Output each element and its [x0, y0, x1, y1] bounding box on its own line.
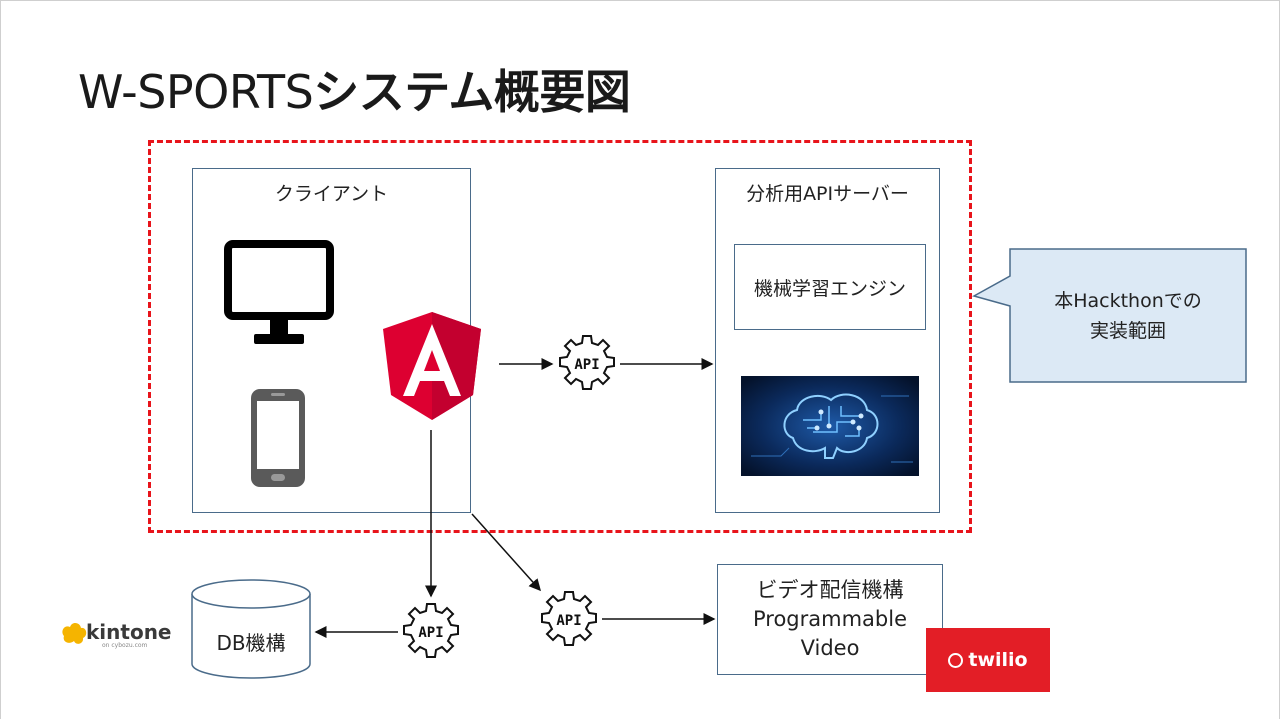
svg-text:API: API	[556, 613, 581, 629]
slide-title: W-SPORTSシステム概要図	[78, 56, 631, 122]
client-label: クライアント	[274, 183, 389, 205]
svg-text:API: API	[418, 625, 443, 641]
api-gear-icon: API	[541, 591, 597, 646]
ml-engine-label: 機械学習エンジン	[753, 277, 906, 300]
monitor-icon	[224, 240, 334, 344]
twilio-dot-icon	[948, 652, 964, 668]
callout-line2: 実装範囲	[1089, 320, 1166, 342]
smartphone-icon	[251, 389, 305, 487]
kintone-logo-text: kintone	[86, 620, 172, 644]
twilio-logo: twilio	[926, 628, 1050, 692]
hackathon-scope-outline	[148, 140, 972, 533]
video-delivery-box: ビデオ配信機構 Programmable Video	[717, 564, 943, 675]
scope-callout	[972, 248, 1247, 383]
api-gear-icon: API	[403, 603, 459, 658]
callout-text: 本Hackthonでの 実装範囲	[1010, 286, 1246, 346]
server-label: 分析用APIサーバー	[746, 183, 909, 205]
video-label-line2: Programmable	[752, 607, 907, 631]
svg-text:API: API	[574, 357, 599, 373]
video-label-line3: Video	[800, 636, 860, 660]
title-main: システム概要図	[313, 65, 631, 119]
callout-line1: 本Hackthonでの	[1054, 290, 1202, 312]
kintone-logo-subtext: on cybozu.com	[102, 642, 148, 649]
angular-logo	[383, 312, 481, 420]
ml-engine-box: 機械学習エンジン	[734, 244, 926, 330]
kintone-logo	[62, 622, 87, 644]
api-gear-icon: API	[559, 335, 615, 390]
db-label: DB機構	[216, 631, 286, 655]
twilio-logo-text: twilio	[968, 649, 1028, 671]
analysis-api-server-box: 分析用APIサーバー	[715, 168, 940, 513]
database-cylinder	[191, 579, 311, 679]
brain-circuit-image	[741, 376, 919, 476]
title-prefix: W-SPORTS	[78, 65, 314, 119]
slide-frame-top	[0, 0, 1280, 1]
video-label-line1: ビデオ配信機構	[756, 578, 904, 602]
slide-frame-left	[0, 0, 1, 719]
